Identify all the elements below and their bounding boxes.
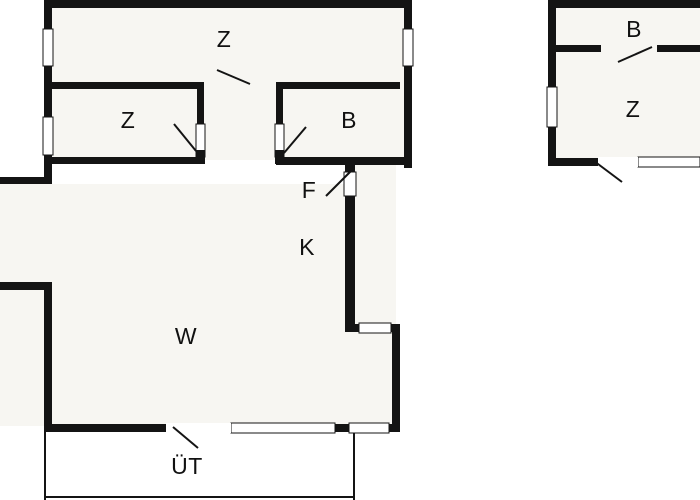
- door-leaf-z-left: [173, 123, 197, 152]
- window-bottom-main: [230, 422, 336, 434]
- room-label-ut-terrace: ÜT: [171, 453, 203, 479]
- wall-z-left-bottom: [52, 157, 204, 164]
- room-label-b-bath: B: [341, 107, 357, 133]
- wall-main-exterior-top: [44, 0, 412, 8]
- door-gap-annex-b: [601, 44, 657, 53]
- doors: [166, 44, 657, 449]
- window-main-left-lower: [42, 116, 54, 156]
- door-jamb-z-left: [196, 150, 205, 164]
- floor-area-lower-right: [350, 330, 396, 426]
- floor-area-terrace: [44, 434, 355, 500]
- wall-main-left-jog-upper: [0, 177, 52, 184]
- floor-area-main-lower: [0, 284, 350, 426]
- wall-annex-exterior-top: [548, 0, 700, 8]
- door-gap-z-top-to-hall: [204, 81, 276, 90]
- wall-annex-exterior-left: [548, 0, 556, 166]
- floor-area-annex: [556, 8, 700, 160]
- door-leaf-annex-b: [617, 46, 653, 63]
- room-label-z-top: Z: [217, 26, 232, 52]
- wall-b-bottom: [276, 157, 412, 165]
- room-labels: Z Z B F K W ÜT B Z: [121, 16, 642, 479]
- door-leaf-terrace-ut: [172, 426, 199, 449]
- door-gap-annex-bottom: [598, 157, 638, 167]
- wall-kitchen-vertical: [345, 160, 355, 332]
- floor-area-main-mid: [0, 184, 348, 284]
- wall-main-left-jog-lower: [0, 282, 52, 290]
- room-label-z-left: Z: [121, 107, 136, 133]
- room-label-w-living: W: [175, 323, 197, 349]
- wall-interior-vertical-z-left: [197, 82, 204, 164]
- door-leaf-annex-bottom: [593, 160, 623, 183]
- window-bottom-right: [348, 422, 390, 434]
- window-annex-bottom: [637, 156, 700, 168]
- door-leaf-z-top-to-hall: [216, 69, 251, 85]
- wall-main-exterior-left-lower: [44, 282, 52, 432]
- room-label-z-annex: Z: [626, 96, 641, 122]
- wall-main-exterior-left-upper: [44, 0, 52, 184]
- wall-main-exterior-right-upper: [404, 0, 412, 168]
- door-leaf-hall-f: [325, 169, 353, 197]
- window-kitchen-jog: [358, 322, 392, 334]
- door-jamb-bath-b: [275, 150, 284, 164]
- window-main-right-upper: [402, 28, 414, 67]
- door-gap-terrace-ut: [166, 423, 231, 433]
- wall-interior-vertical-b-left: [276, 82, 283, 164]
- door-leaf-bath-b: [283, 126, 307, 154]
- room-label-b-annex: B: [626, 16, 642, 42]
- room-label-k-kitchen: K: [299, 234, 315, 260]
- room-label-f-hall: F: [302, 177, 317, 203]
- terrace-ut-outline: [44, 432, 355, 500]
- window-annex-left: [546, 86, 558, 128]
- windows: [42, 28, 700, 434]
- wall-main-exterior-right-lower: [392, 324, 400, 432]
- window-main-left-upper: [42, 28, 54, 67]
